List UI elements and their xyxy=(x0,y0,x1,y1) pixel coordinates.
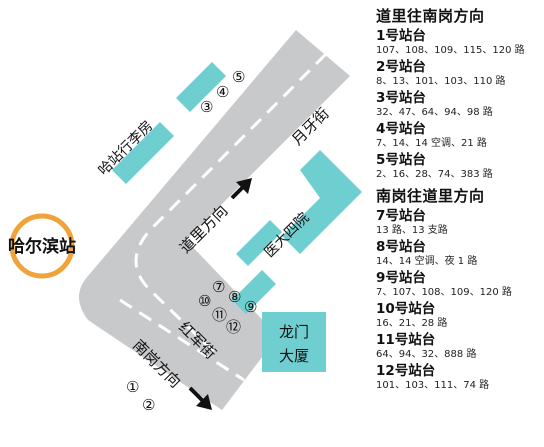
station-ring xyxy=(9,213,75,279)
stop-item: 3号站台 32、47、64、94、98 路 xyxy=(376,90,542,119)
stop-name: 7号站台 xyxy=(376,208,426,224)
stop-routes: 64、94、32、888 路 xyxy=(376,349,477,360)
station-map: 哈尔滨站 月牙街 红军街 道里方向 南岗方向 哈站行李房 医大四院 龙门 大厦 … xyxy=(8,30,362,414)
building-yida-siyuan xyxy=(232,150,362,314)
lane-line-lower xyxy=(119,298,245,382)
stop-marker-4[interactable]: ④ xyxy=(216,83,229,101)
stop-routes: 107、108、109、115、120 路 xyxy=(376,45,525,56)
station-name: 哈尔滨站 xyxy=(8,236,76,257)
stop-routes: 101、103、111、74 路 xyxy=(376,380,490,391)
road xyxy=(79,30,350,410)
stop-name: 8号站台 xyxy=(376,239,426,255)
stop-name: 10号站台 xyxy=(376,301,436,317)
stop-marker-1[interactable]: ① xyxy=(126,378,139,396)
section-title-nangang-to-daoli: 南岗往道里方向 xyxy=(376,187,485,205)
stop-marker-10[interactable]: ⑩ xyxy=(198,292,211,310)
lane-line xyxy=(134,52,328,358)
stop-item: 2号站台 8、13、101、103、110 路 xyxy=(376,59,542,88)
stop-marker-7[interactable]: ⑦ xyxy=(212,278,225,296)
building-stop345-platform xyxy=(176,62,226,112)
stop-name: 2号站台 xyxy=(376,59,426,75)
stop-item: 5号站台 2、16、28、74、383 路 xyxy=(376,152,542,181)
stop-name: 5号站台 xyxy=(376,152,426,168)
stop-routes: 7、107、108、109、120 路 xyxy=(376,287,512,298)
stop-routes: 32、47、64、94、98 路 xyxy=(376,107,493,118)
stop-item: 4号站台 7、14、14 空调、21 路 xyxy=(376,121,542,150)
stop-marker-8[interactable]: ⑧ xyxy=(228,288,241,306)
stop-routes: 16、21、28 路 xyxy=(376,318,448,329)
stop-marker-9[interactable]: ⑨ xyxy=(244,298,257,316)
stop-name: 1号站台 xyxy=(376,28,426,44)
stop-routes: 2、16、28、74、383 路 xyxy=(376,169,493,180)
stop-item: 10号站台 16、21、28 路 xyxy=(376,301,542,330)
building-hazhan xyxy=(112,122,174,184)
stop-item: 11号站台 64、94、32、888 路 xyxy=(376,332,542,361)
stop-name: 12号站台 xyxy=(376,363,436,379)
stop-name: 3号站台 xyxy=(376,90,426,106)
building-longmen xyxy=(262,312,326,372)
stop-marker-12[interactable]: ⑫ xyxy=(226,318,241,336)
label-longmen-1: 龙门 xyxy=(279,323,309,341)
label-longmen-2: 大厦 xyxy=(279,347,309,365)
stop-name: 4号站台 xyxy=(376,121,426,137)
stop-item: 8号站台 14、14 空调、夜 1 路 xyxy=(376,239,542,268)
stop-list-panel: 道里往南岗方向 1号站台 107、108、109、115、120 路 2号站台 … xyxy=(376,6,542,392)
arrow-nangang-icon xyxy=(188,386,212,410)
stop-item: 9号站台 7、107、108、109、120 路 xyxy=(376,270,542,299)
stop-marker-5[interactable]: ⑤ xyxy=(232,68,245,86)
stop-routes: 14、14 空调、夜 1 路 xyxy=(376,256,478,267)
stop-marker-11[interactable]: ⑪ xyxy=(212,306,227,324)
section1-stops: 1号站台 107、108、109、115、120 路 2号站台 8、13、101… xyxy=(376,28,542,181)
stop-item: 12号站台 101、103、111、74 路 xyxy=(376,363,542,392)
stop-item: 1号站台 107、108、109、115、120 路 xyxy=(376,28,542,57)
stop-routes: 8、13、101、103、110 路 xyxy=(376,76,506,87)
stop-name: 11号站台 xyxy=(376,332,436,348)
arrow-daoli-icon xyxy=(230,178,252,200)
stop-marker-2[interactable]: ② xyxy=(142,396,155,414)
stop-item: 7号站台 13 路、13 支路 xyxy=(376,208,542,237)
stop-marker-3[interactable]: ③ xyxy=(200,98,213,116)
stop-name: 9号站台 xyxy=(376,270,426,286)
section-title-daoli-to-nangang: 道里往南岗方向 xyxy=(376,7,485,25)
section2-stops: 7号站台 13 路、13 支路 8号站台 14、14 空调、夜 1 路 9号站台… xyxy=(376,208,542,392)
stop-routes: 13 路、13 支路 xyxy=(376,225,448,236)
stop-routes: 7、14、14 空调、21 路 xyxy=(376,138,487,149)
